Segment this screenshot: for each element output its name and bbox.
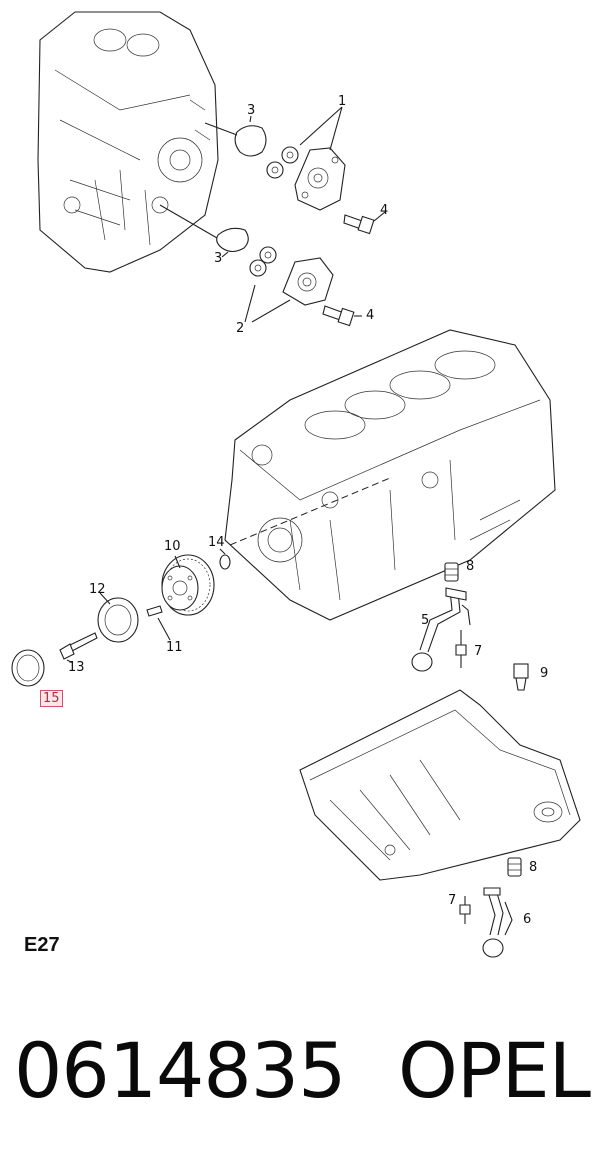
callout-10: 10 xyxy=(164,539,181,554)
part-number: 0614835 xyxy=(14,1026,346,1115)
dowel-pin xyxy=(146,605,171,641)
brand-name: OPEL xyxy=(398,1026,591,1115)
bolt-lower xyxy=(322,305,362,327)
oil-return-pipe xyxy=(482,887,513,958)
oil-pressure-sender xyxy=(513,663,529,691)
pipe-bolt-upper xyxy=(455,630,467,668)
callout-2: 2 xyxy=(236,321,245,336)
crank-bolt xyxy=(59,632,98,664)
callout-4-lower: 4 xyxy=(366,308,375,323)
oil-pickup-pipe xyxy=(411,587,471,672)
callout-12: 12 xyxy=(89,582,106,597)
callout-1: 1 xyxy=(338,94,347,109)
seal-ring xyxy=(11,649,45,687)
upper-engine-block xyxy=(37,11,219,273)
assembly-axis xyxy=(229,477,391,546)
callout-4-upper: 4 xyxy=(380,203,389,218)
callout-3-upper: 3 xyxy=(247,103,256,118)
pump-gears-upper xyxy=(266,146,299,179)
callout-8-upper: 8 xyxy=(466,559,475,574)
cylinder-block xyxy=(224,329,556,621)
callout-11: 11 xyxy=(166,640,183,655)
callout-3-lower: 3 xyxy=(214,251,223,266)
callout-15-highlighted[interactable]: 15 xyxy=(40,690,63,707)
callout-7-lower: 7 xyxy=(448,893,457,908)
callout-5: 5 xyxy=(421,613,430,628)
pump-gears-lower xyxy=(249,246,277,277)
bolt-upper xyxy=(343,211,386,235)
callout-7-upper: 7 xyxy=(474,644,483,659)
callout-9: 9 xyxy=(540,666,549,681)
oil-pump-cover-upper xyxy=(294,147,346,211)
oil-plug-lower xyxy=(507,857,522,877)
oil-seal xyxy=(97,597,139,643)
pipe-bolt-lower xyxy=(459,896,471,924)
callout-14: 14 xyxy=(208,535,225,550)
gasket-upper xyxy=(234,125,267,157)
callout-13: 13 xyxy=(68,660,85,675)
callout-8-lower: 8 xyxy=(529,860,538,875)
oil-pan xyxy=(299,689,581,881)
oil-plug-upper xyxy=(444,562,459,582)
gasket-lower xyxy=(216,227,249,253)
crankshaft-gear xyxy=(161,554,215,616)
o-ring xyxy=(219,554,231,570)
oil-pump-cover-lower xyxy=(282,257,334,306)
callout-6: 6 xyxy=(523,912,532,927)
diagram-code: E27 xyxy=(24,934,60,956)
